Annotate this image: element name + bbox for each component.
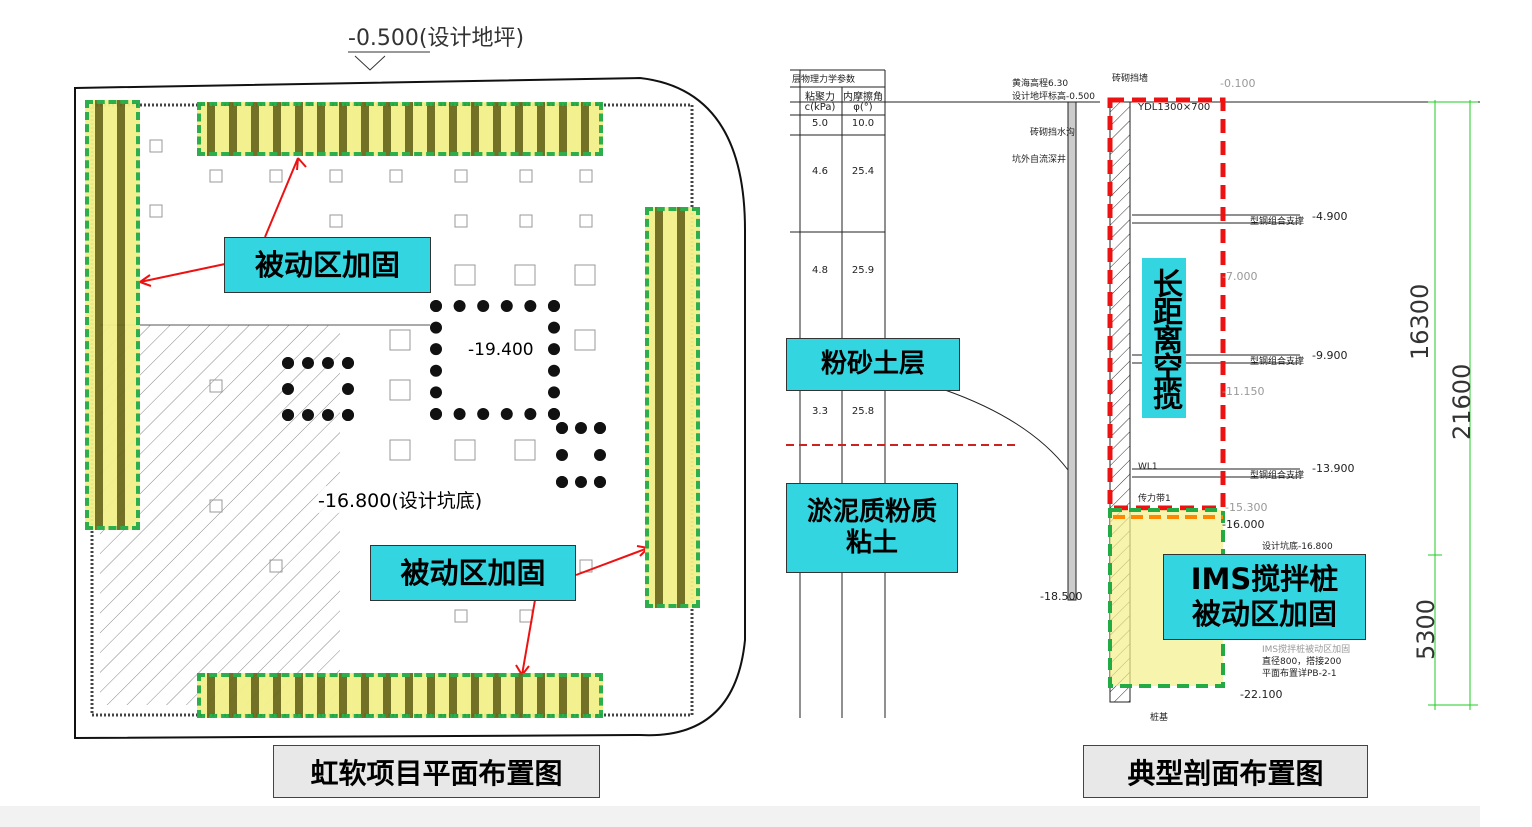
passive-zone-right <box>645 207 700 608</box>
core-level-label: -19.400 <box>468 340 534 360</box>
note-transfer: 传力带1 <box>1138 494 1171 504</box>
level-7: -16.000 <box>1222 518 1265 531</box>
dim-5300: 5300 <box>1412 598 1440 660</box>
bottom-strip <box>0 806 1480 827</box>
passive-zone-left <box>85 100 140 530</box>
level-9: -22.100 <box>1240 688 1283 701</box>
table-cell: 3.3 <box>812 406 828 417</box>
passive-label-1: 被动区加固 <box>224 237 431 293</box>
dim-21600: 21600 <box>1448 363 1476 440</box>
ims-line-1: IMS搅拌桩 <box>1190 562 1339 597</box>
table-cell: 25.4 <box>851 166 875 177</box>
support-label: 型钢组合支撑 <box>1250 217 1305 227</box>
note-dia: 直径800，搭接200 <box>1262 657 1342 667</box>
note-well: 坑外自流深井 <box>1012 155 1067 165</box>
layer-clay-label: 淤泥质粉质粘土 <box>786 483 958 573</box>
support-label: 型钢组合支撑 <box>1250 357 1305 367</box>
level-2: -7.000 <box>1222 270 1258 283</box>
passive-zone-top <box>197 102 603 156</box>
core-pit-side <box>556 422 606 488</box>
note-brick-wall: 砖砌挡墙 <box>1112 74 1149 84</box>
table-header: 粘聚力 <box>805 92 835 103</box>
plan-caption: 虹软项目平面布置图 <box>273 745 600 798</box>
level-5: -13.900 <box>1312 462 1355 475</box>
dim-16300: 16300 <box>1406 283 1434 360</box>
level-3: -9.900 <box>1312 349 1348 362</box>
plan-drawing <box>74 51 746 740</box>
layer-silt-label: 粉砂土层 <box>786 338 960 391</box>
support-label: 型钢组合支撑 <box>1250 471 1305 481</box>
section-drawing <box>786 69 1480 718</box>
table-cell: 25.9 <box>851 265 875 276</box>
core-pit-small <box>282 357 354 421</box>
note-ims-small: IMS搅拌桩被动区加固 <box>1262 645 1351 655</box>
table-header: 内摩擦角 <box>843 92 883 103</box>
note-design-ground: 设计地坪标高-0.500 <box>1012 92 1096 102</box>
pit-bottom-label: -16.800(设计坑底) <box>318 486 483 513</box>
note-plan-ref: 平面布置详PB-2-1 <box>1262 669 1337 679</box>
note-beam: YDL1300×700 <box>1138 102 1211 113</box>
note-drain: 砖砌挡水沟 <box>1030 128 1076 138</box>
note-design-bottom: 设计坑底-16.800 <box>1262 542 1333 552</box>
long-span-label: 长距离空揽 <box>1142 258 1186 418</box>
table-unit: φ(°) <box>853 102 873 113</box>
section-caption: 典型剖面布置图 <box>1083 745 1368 798</box>
passive-label-2: 被动区加固 <box>370 545 576 601</box>
level-1: -4.900 <box>1312 210 1348 223</box>
core-pit-main <box>430 300 560 420</box>
ground-level-label: -0.500(设计地坪) <box>348 26 525 51</box>
table-cell: 4.6 <box>812 166 828 177</box>
ims-label: IMS搅拌桩 被动区加固 <box>1163 554 1366 640</box>
level-0: -0.100 <box>1220 77 1256 90</box>
level-6: -15.300 <box>1225 501 1268 514</box>
table-cell: 4.8 <box>812 265 828 276</box>
passive-zone-bottom <box>197 673 603 718</box>
level-8: -18.500 <box>1040 590 1083 603</box>
table-cell: 25.8 <box>851 406 875 417</box>
table-unit: c(kPa) <box>804 102 836 113</box>
note-elevation: 黄海高程6.30 <box>1012 79 1069 89</box>
table-title: 层物理力学参数 <box>792 75 856 85</box>
ims-line-2: 被动区加固 <box>1191 597 1337 631</box>
level-4: -11.150 <box>1222 385 1265 398</box>
table-cell: 10.0 <box>851 118 875 129</box>
note-wl: WL1 <box>1138 462 1158 472</box>
table-cell: 5.0 <box>812 118 828 129</box>
note-pile: 桩基 <box>1150 713 1169 723</box>
